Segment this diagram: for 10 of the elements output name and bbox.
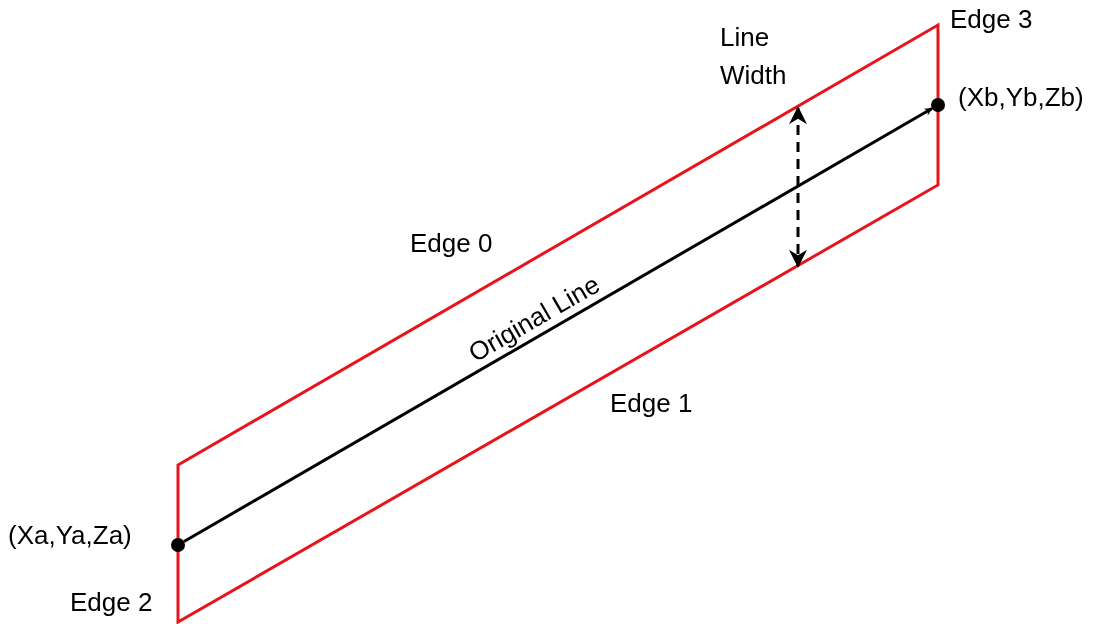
- text-label: Line Width: [720, 21, 788, 92]
- text-label: Edge 2: [70, 587, 153, 619]
- point-marker: [931, 98, 945, 112]
- coordinate-label: (Xa,Ya,Za): [8, 520, 132, 552]
- arrow: [183, 107, 933, 543]
- text-label: Edge 3: [950, 4, 1033, 36]
- point-marker: [171, 538, 185, 552]
- coordinate-label: (Xb,Yb,Zb): [958, 82, 1084, 114]
- text-label: Edge 1: [610, 388, 693, 420]
- text-label: Edge 0: [410, 228, 493, 260]
